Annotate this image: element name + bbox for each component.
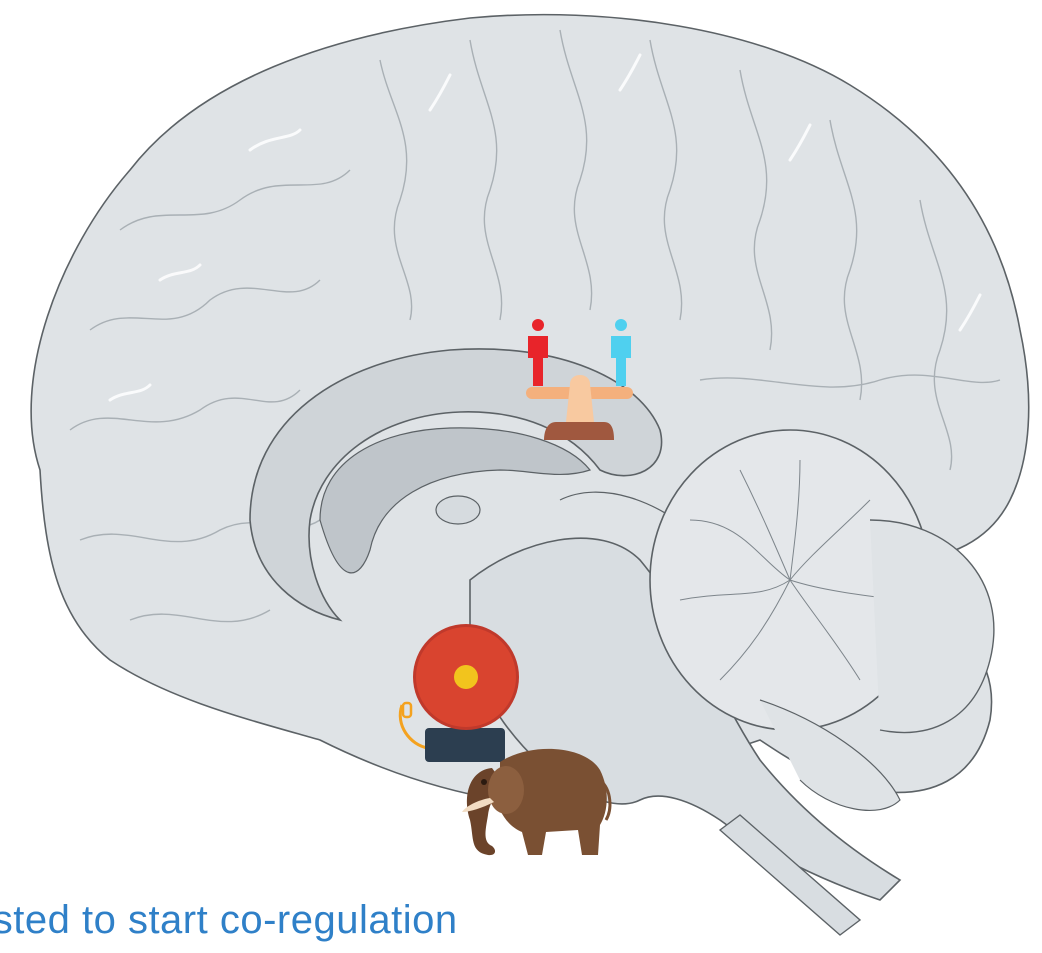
caption-text: ested to start co-regulation xyxy=(0,900,458,940)
